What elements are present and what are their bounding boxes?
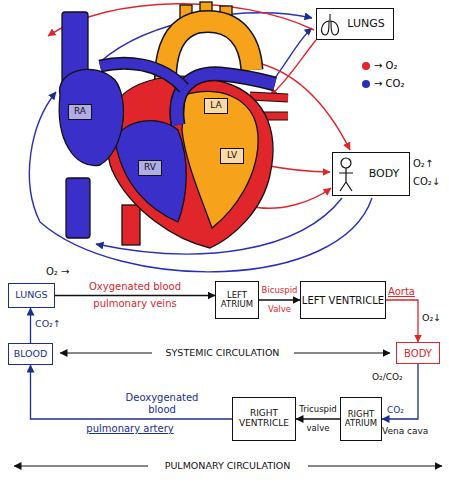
legend-swatch [362, 62, 370, 70]
circulation-arrows [264, 165, 330, 172]
node-text: LEFT VENTRICLE [302, 295, 384, 306]
flow-arrow [30, 308, 31, 343]
legend-swatch [362, 80, 370, 88]
node-text: RV [144, 163, 156, 173]
legend-item: → O₂ [362, 60, 397, 71]
annotation: pulmonary veins [60, 298, 210, 310]
edge-label: Deoxygenated blood [120, 392, 204, 416]
heart-drawing [115, 121, 186, 222]
lung-icon [322, 14, 339, 35]
person-icon [339, 158, 353, 191]
lung-icon [322, 21, 329, 35]
circulation-span [308, 465, 442, 466]
edge-label: Tricuspid valve [296, 400, 340, 438]
node-text: LV [227, 151, 237, 161]
heart-drawing [100, 63, 184, 88]
legend-text: → O₂ [374, 60, 397, 71]
person-icon [339, 168, 353, 191]
circulation-span [14, 465, 148, 466]
annotation: CO₂↑ [35, 318, 69, 330]
annotation: O₂↑ [413, 158, 447, 170]
annotation: O₂↓ [422, 312, 448, 324]
node-text: LA [210, 101, 221, 111]
heart-drawing [177, 74, 275, 125]
edge-label: Bicuspid Valve [259, 281, 300, 319]
circulation-arrows [29, 4, 372, 272]
organ-box: LUNGS [316, 8, 394, 40]
chamber-tag: LV [220, 148, 244, 164]
heart-drawing [59, 2, 288, 248]
heart-drawing [250, 96, 288, 98]
circulation-arrows [272, 28, 312, 82]
process-box: BLOOD [8, 343, 53, 365]
flow-arrow [259, 299, 300, 300]
annotation: pulmonary artery [70, 423, 190, 435]
node-text: RIGHT ATRIUM [341, 410, 381, 429]
circulation-arrows [270, 40, 316, 96]
person-icon [341, 158, 351, 168]
lung-icon [331, 21, 338, 35]
process-box: LEFT VENTRICLE [300, 281, 386, 319]
node-text: LUNGS [15, 290, 47, 300]
heart-drawing [59, 69, 123, 165]
flow-arrow [31, 365, 233, 419]
process-box: BODY [396, 342, 440, 364]
legend-text: → CO₂ [374, 78, 404, 89]
heart-drawing [100, 63, 184, 88]
annotation: O₂/CO₂ [372, 371, 416, 383]
node-text: BODY [369, 168, 400, 180]
heart-drawing [122, 205, 140, 245]
annotation: PULMONARY CIRCULATION [150, 460, 305, 472]
node-text: BLOOD [14, 349, 48, 359]
process-box: RIGHT ATRIUM [340, 397, 382, 441]
edge-label: CO₂ [387, 404, 415, 416]
node-text: LEFT ATRIUM [216, 291, 258, 310]
heart-drawing [250, 96, 288, 98]
process-box: LUNGS [8, 283, 55, 308]
lung-icon [329, 14, 330, 22]
node-text: RA [74, 107, 86, 117]
heart-drawing [107, 76, 273, 248]
heart-drawing [182, 91, 258, 228]
annotation: O₂ → [46, 266, 86, 278]
flow-arrow [386, 300, 418, 342]
chamber-tag: RA [68, 104, 92, 120]
annotation: SYSTEMIC CIRCULATION [150, 347, 295, 359]
legend-item: → CO₂ [362, 78, 404, 89]
flow-arrow [296, 418, 340, 419]
process-box: LEFT ATRIUM [215, 281, 259, 319]
heart-drawing [177, 74, 275, 125]
circulation-span [294, 352, 390, 353]
heart-drawing [66, 178, 90, 238]
node-text: RIGHT VENTRICLE [233, 409, 295, 429]
organ-box: BODY [332, 152, 410, 196]
process-box: RIGHT VENTRICLE [232, 397, 296, 441]
annotation: CO₂↓ [413, 176, 447, 188]
chamber-tag: RV [138, 160, 162, 176]
annotation: Vena cava [382, 425, 432, 437]
chamber-tag: LA [204, 98, 228, 114]
flow-arrow [55, 295, 215, 296]
edge-label: Oxygenated blood [60, 281, 210, 293]
edge-label: Aorta [388, 286, 420, 298]
node-text: LUNGS [347, 18, 384, 30]
circulation-span [14, 353, 442, 466]
circulation-span [60, 352, 152, 353]
node-text: BODY [404, 348, 432, 359]
